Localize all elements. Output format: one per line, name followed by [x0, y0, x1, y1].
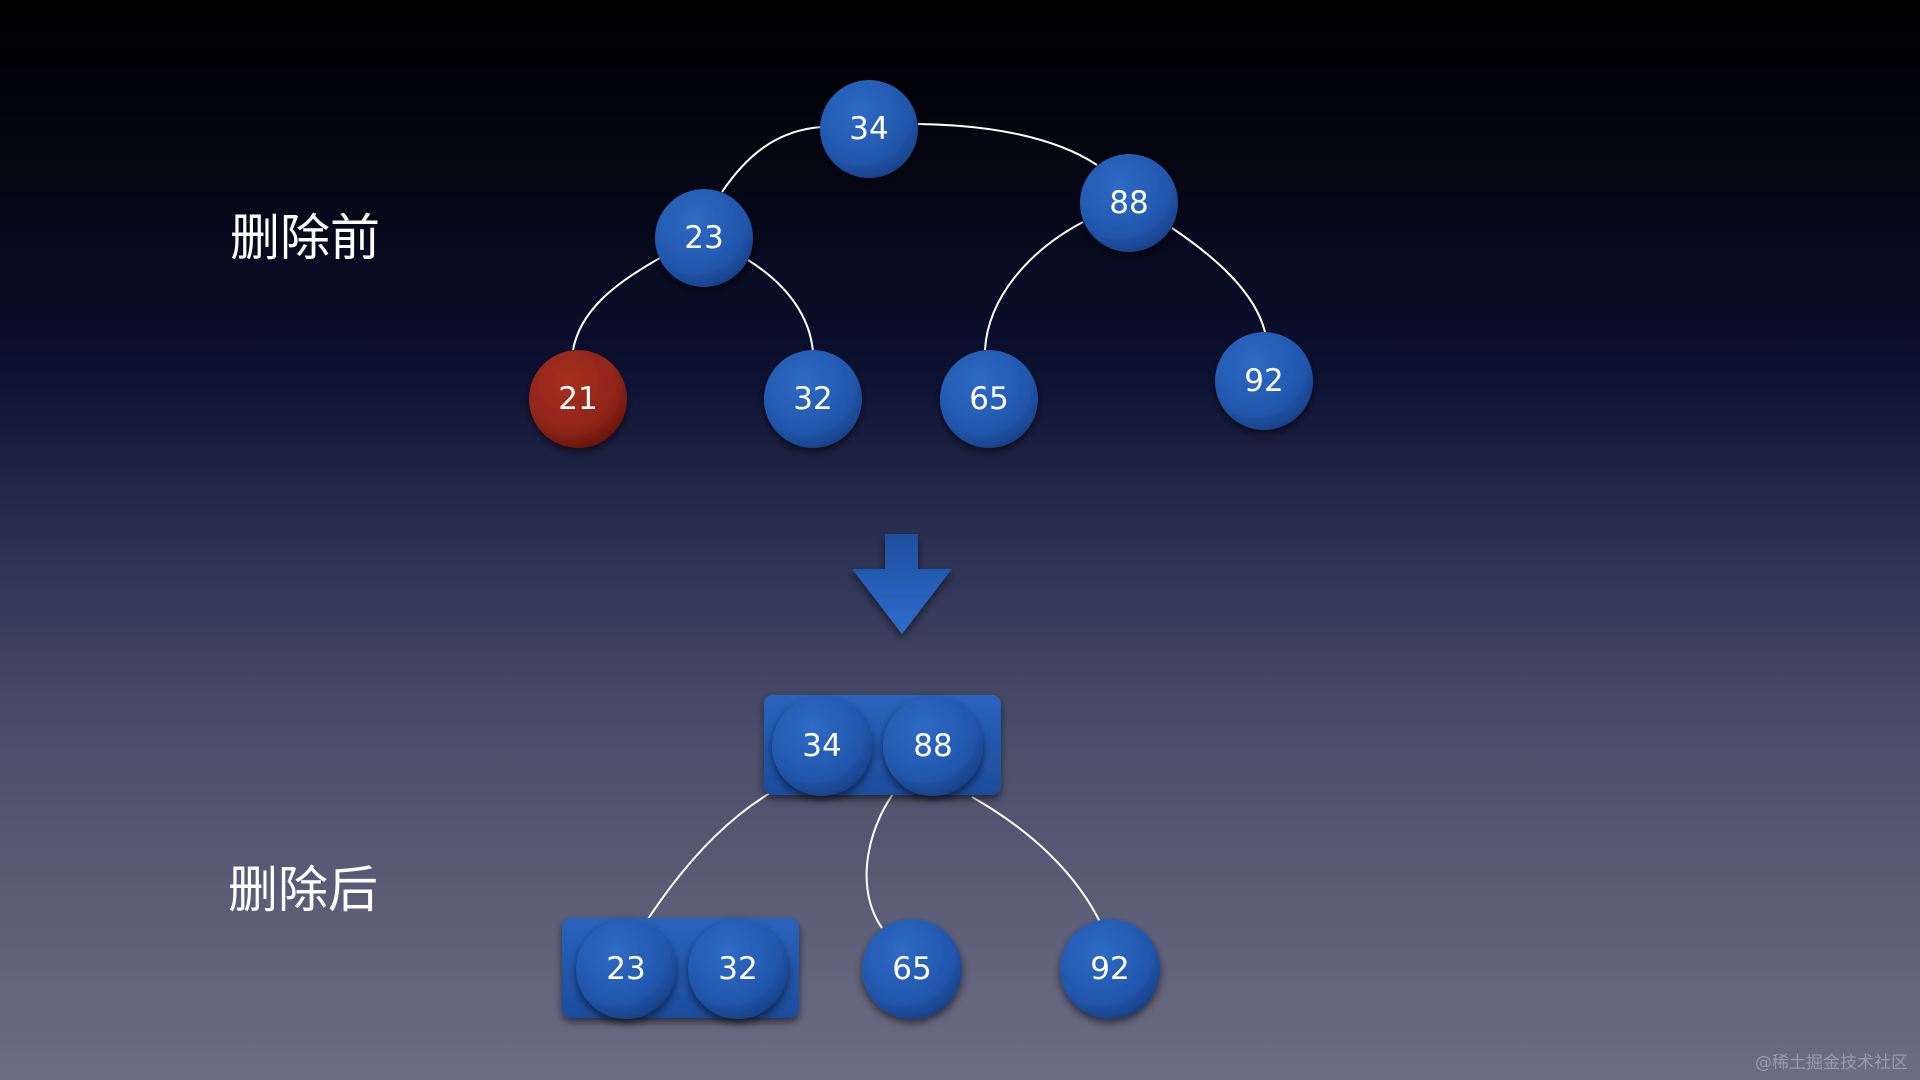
edge-root-92 — [971, 796, 1101, 923]
svg-text:92: 92 — [1090, 951, 1129, 987]
svg-text:65: 65 — [969, 381, 1008, 417]
node-88: 88 — [883, 696, 983, 796]
node-65: 65 — [862, 919, 962, 1019]
after-tree-leaves: 65 92 — [862, 919, 1160, 1019]
node-34: 34 — [772, 696, 872, 796]
node-34: 34 — [820, 80, 918, 178]
svg-text:88: 88 — [913, 728, 952, 764]
node-65: 65 — [940, 350, 1038, 448]
edge-root-65 — [865, 784, 901, 929]
edge-root-left — [645, 792, 771, 923]
svg-text:34: 34 — [849, 111, 888, 147]
svg-text:88: 88 — [1109, 185, 1148, 221]
edge-34-23 — [721, 126, 823, 193]
merged-node-34-88: 34 88 — [764, 695, 1001, 796]
svg-text:65: 65 — [892, 951, 931, 987]
edge-23-32 — [747, 259, 814, 353]
node-92: 92 — [1060, 919, 1160, 1019]
node-23: 23 — [655, 189, 753, 287]
edge-88-92 — [1171, 227, 1266, 333]
edge-34-88 — [917, 123, 1098, 166]
before-deletion-label: 删除前 — [230, 209, 380, 267]
node-32: 32 — [764, 350, 862, 448]
edge-88-65 — [984, 221, 1084, 351]
svg-text:23: 23 — [606, 951, 645, 987]
svg-text:23: 23 — [684, 220, 723, 256]
node-88: 88 — [1080, 154, 1178, 252]
after-tree-edges — [645, 784, 1101, 929]
watermark: @稀土掘金技术社区 — [1755, 1053, 1908, 1073]
after-deletion-label: 删除后 — [228, 861, 378, 919]
svg-text:92: 92 — [1244, 363, 1283, 399]
svg-text:34: 34 — [802, 728, 841, 764]
before-tree-nodes: 34 23 88 21 32 65 92 — [529, 80, 1313, 448]
node-23: 23 — [576, 919, 676, 1019]
node-21-deleted: 21 — [529, 350, 627, 448]
merged-node-23-32: 23 32 — [562, 918, 799, 1019]
node-32: 32 — [688, 919, 788, 1019]
edge-23-21 — [572, 257, 661, 351]
svg-text:32: 32 — [793, 381, 832, 417]
down-arrow-icon — [852, 534, 952, 634]
svg-text:21: 21 — [558, 381, 597, 417]
before-tree-edges — [572, 123, 1266, 353]
svg-text:32: 32 — [718, 951, 757, 987]
node-92: 92 — [1215, 332, 1313, 430]
